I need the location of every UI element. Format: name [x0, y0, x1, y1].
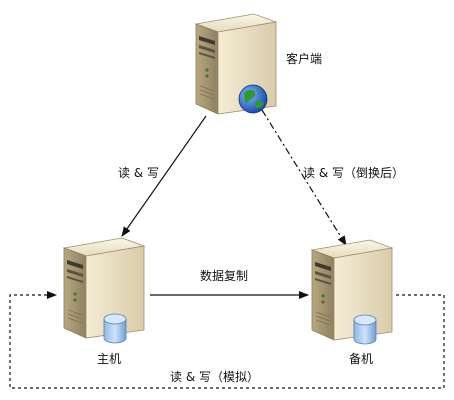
- primary-label: 主机: [97, 352, 122, 366]
- loop-label: 读 & 写（模拟）: [170, 370, 259, 384]
- standby-database-icon: [353, 314, 377, 345]
- edge-client-to-standby: [261, 109, 347, 246]
- client-to-standby-label: 读 & 写（倒换后）: [303, 166, 404, 180]
- client-label: 客户端: [286, 52, 323, 66]
- standby-label: 备机: [349, 352, 374, 366]
- standby-server-icon: [311, 239, 393, 341]
- client-to-primary-label: 读 & 写: [118, 166, 159, 180]
- edge-client-to-primary: [121, 115, 207, 237]
- replication-label: 数据复制: [200, 269, 249, 283]
- globe-icon: [238, 84, 268, 114]
- primary-database-icon: [103, 313, 127, 344]
